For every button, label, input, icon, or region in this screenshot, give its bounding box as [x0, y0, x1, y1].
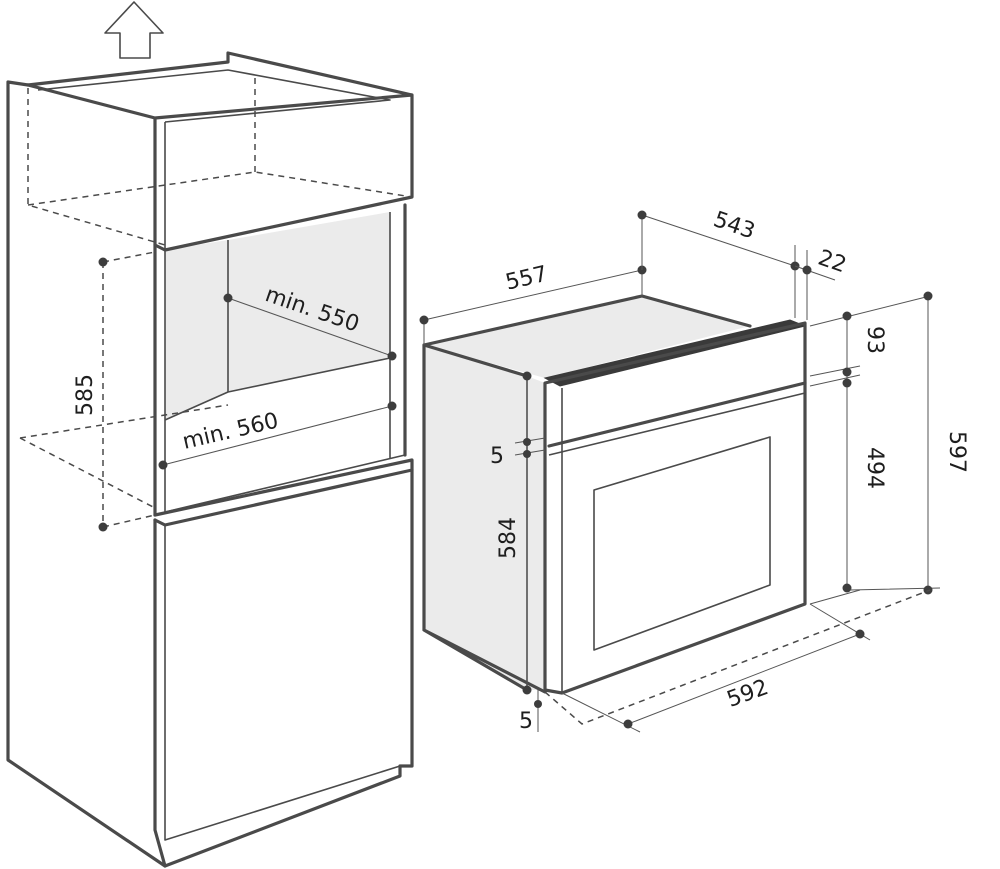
up-arrow-icon: [104, 1, 164, 59]
dim-585-label: 585: [73, 374, 98, 416]
oven-side-shade: [424, 345, 545, 690]
dim-22-label: 22: [815, 245, 850, 278]
dim-550-line: [227, 297, 393, 357]
oven-front-frame: [543, 321, 807, 695]
dim-494-label: 494: [862, 447, 887, 489]
dim-494-line: [809, 374, 861, 605]
cabinet-top-rim: [37, 69, 391, 123]
cabinet-niche-frame: [153, 203, 407, 517]
oven-control-panel-divider: [547, 381, 807, 448]
dim-5-bottom-label: 5: [519, 709, 533, 734]
dim-5-top-label: 5: [490, 444, 504, 469]
dim-93-label: 93: [862, 326, 887, 354]
cabinet-hidden-bottom: [19, 404, 229, 509]
cabinet-opening-side-shade: [165, 240, 228, 420]
cabinet-left-side: [6, 80, 167, 868]
oven-control-panel-line: [548, 392, 806, 456]
dim-543-label: 543: [710, 207, 758, 244]
cabinet-opening-back-shade: [228, 212, 390, 392]
dim-22-line: [794, 250, 836, 320]
dim-592-line: [561, 603, 871, 733]
cabinet-lower-door-inner: [164, 525, 401, 841]
dim-560-line: [162, 405, 393, 466]
dim-584-label: 584: [496, 517, 521, 559]
dim-557-label: 557: [503, 262, 550, 296]
oven: [422, 294, 807, 695]
dim-592-label: 592: [724, 675, 772, 713]
dim-592-hidden: [544, 589, 931, 725]
cabinet-niche-shelf: [153, 458, 414, 527]
oven-top-shade: [424, 296, 750, 378]
dim-585-line: [102, 251, 156, 528]
oven-door-window: [593, 436, 771, 651]
cabinet-hidden-top: [27, 76, 413, 246]
cabinet-lower-door: [153, 468, 414, 868]
cabinet: [6, 1, 414, 868]
dim-543-line: [641, 214, 796, 318]
dim-597-label: 597: [944, 431, 969, 473]
